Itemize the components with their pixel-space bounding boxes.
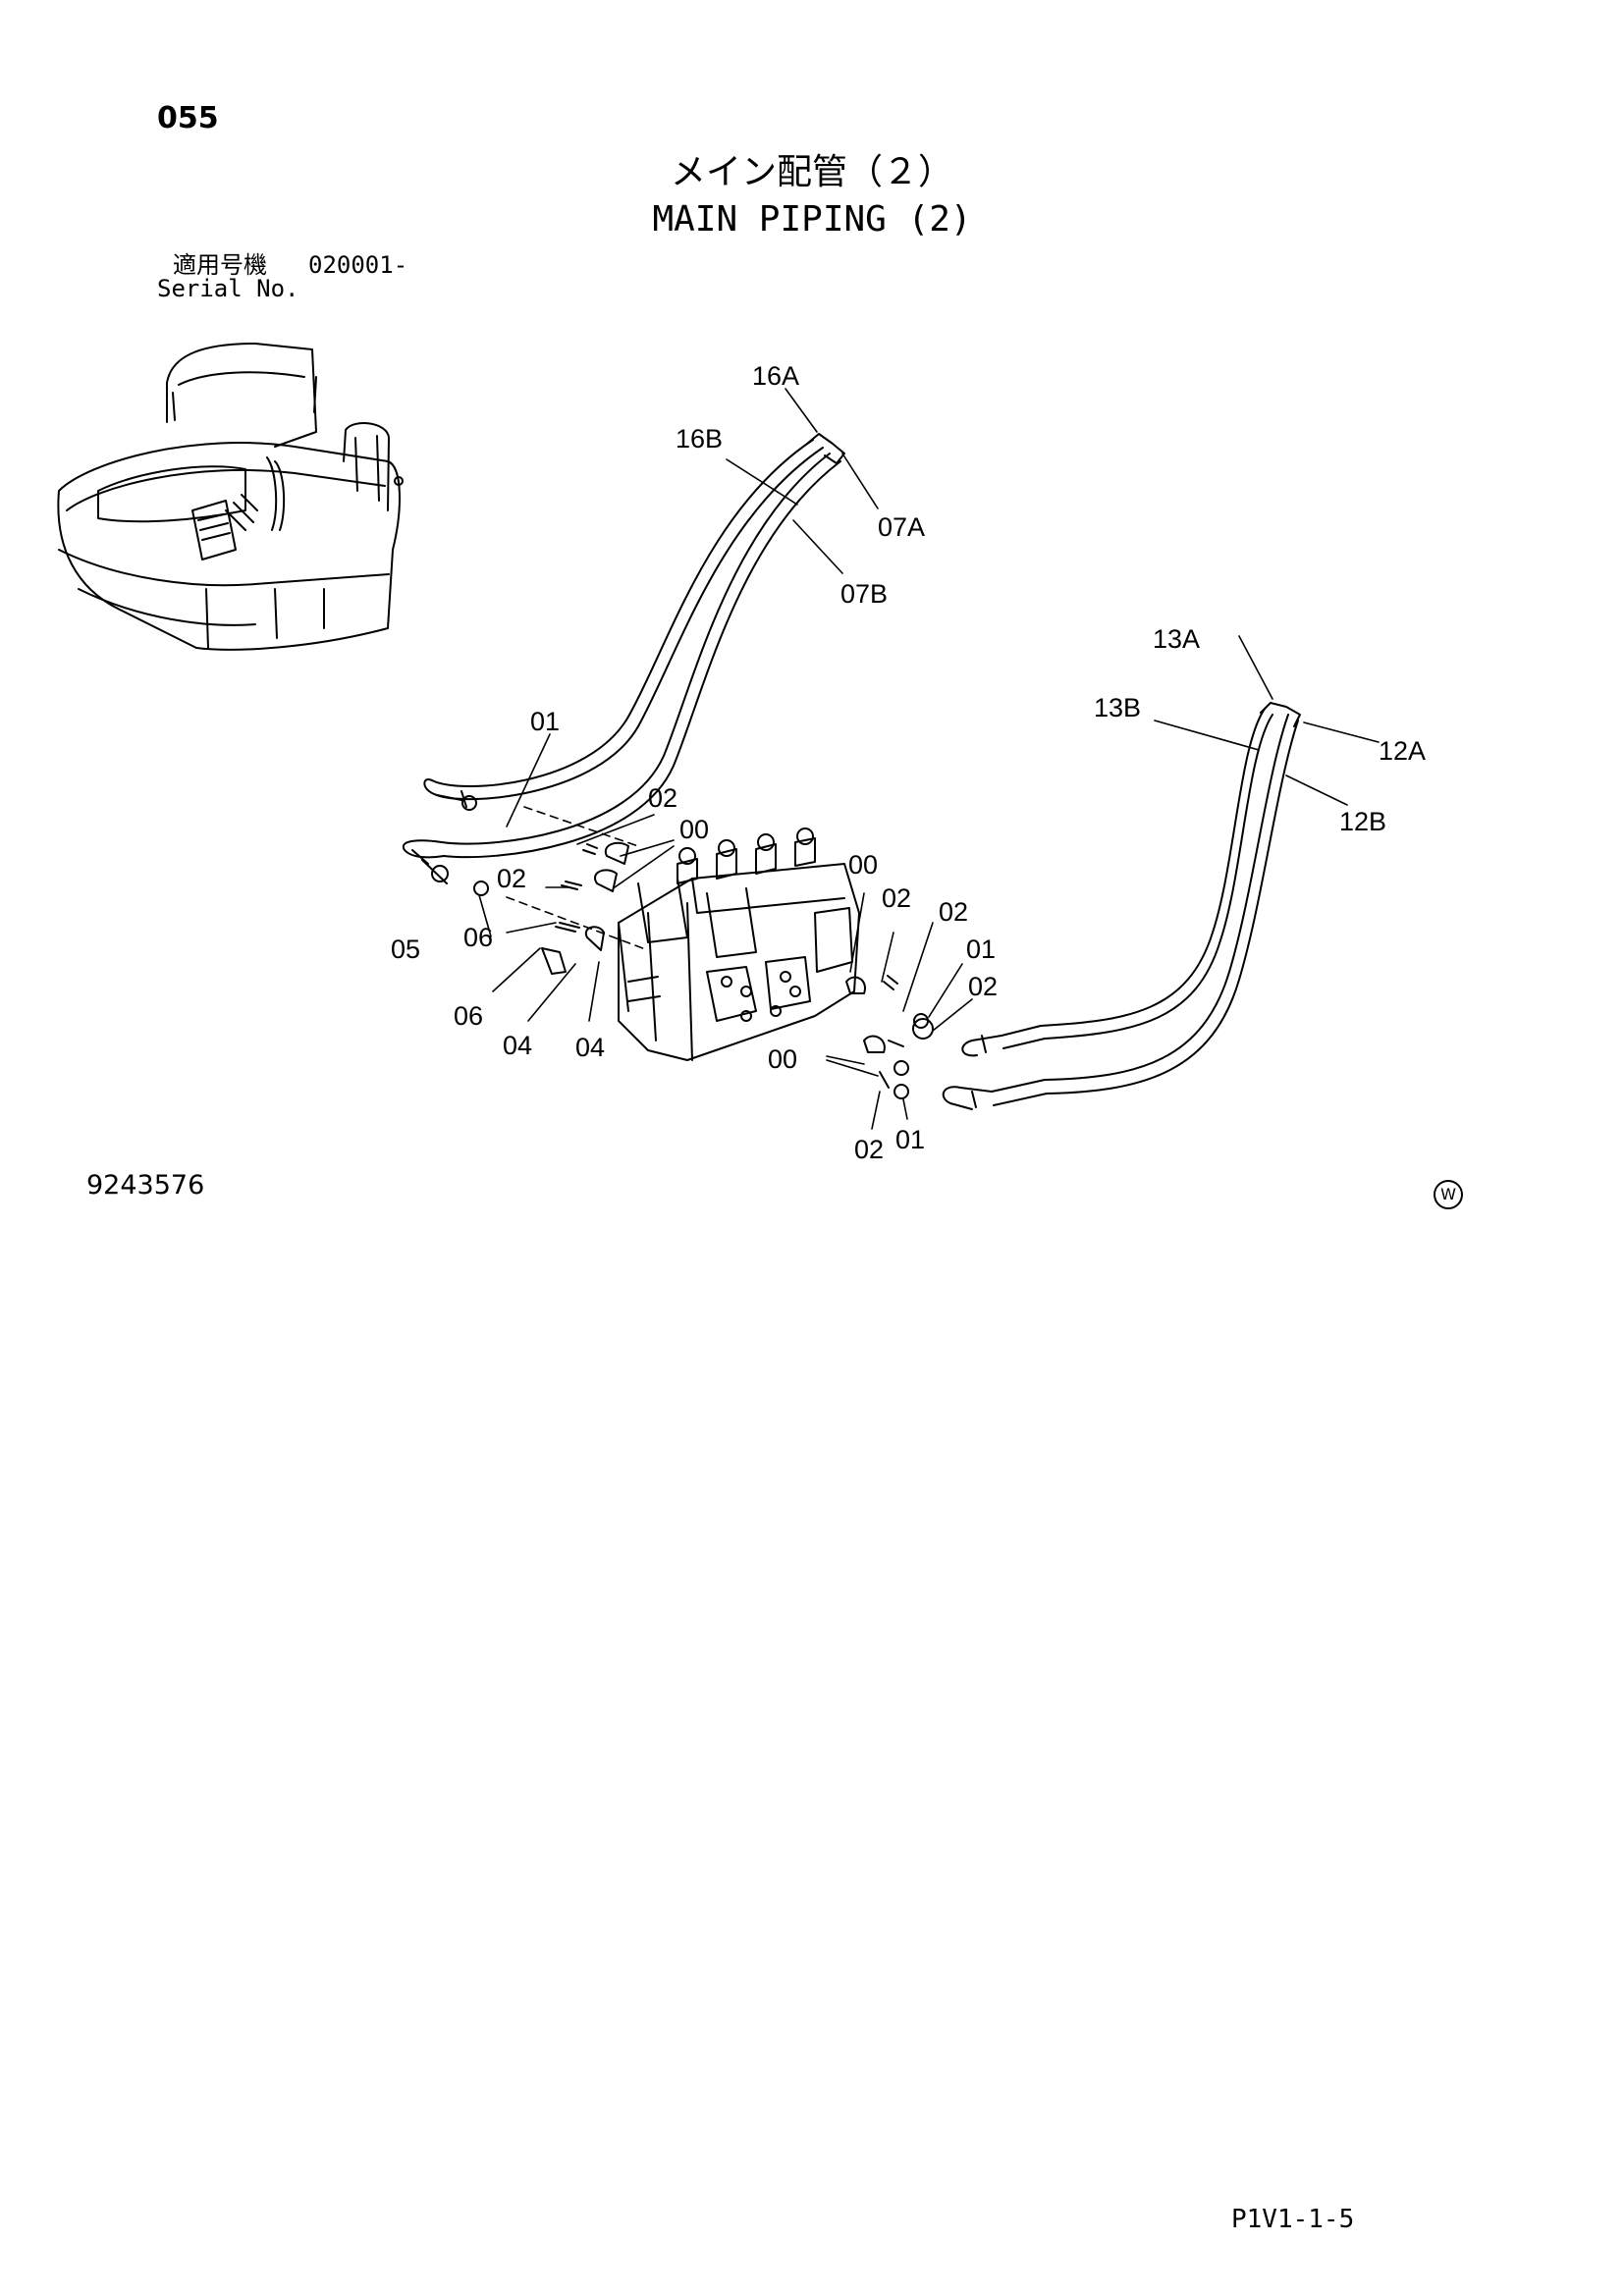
page-number: 055	[157, 101, 219, 135]
callout-01: 01	[530, 707, 560, 736]
callout-00: 00	[848, 850, 878, 880]
leader-lines	[478, 388, 1380, 1130]
serial-range: 020001-	[308, 251, 408, 279]
callout-13A: 13A	[1153, 624, 1200, 654]
fittings	[473, 841, 934, 1099]
callout-01: 01	[966, 934, 996, 964]
serial-label-english: Serial No.	[157, 275, 299, 302]
callout-16B: 16B	[676, 424, 723, 454]
hose-16	[402, 433, 845, 884]
callout-16A: 16A	[752, 361, 799, 391]
excavator-location-inset	[57, 343, 404, 651]
callout-06: 06	[454, 1001, 483, 1031]
callout-12B: 12B	[1339, 807, 1386, 836]
callout-07B: 07B	[840, 579, 888, 609]
callout-13B: 13B	[1094, 693, 1141, 722]
serial-label-japanese: 適用号機	[173, 251, 267, 279]
callout-12A: 12A	[1379, 736, 1426, 766]
callout-04: 04	[503, 1031, 532, 1060]
callout-02: 02	[882, 883, 911, 913]
callout-02: 02	[854, 1135, 884, 1164]
callout-02: 02	[497, 864, 526, 893]
page-code: P1V1-1-5	[1231, 2205, 1355, 2234]
callouts: 16A 16B 07A 07B 13A 13B 12A 12B 01 02 00…	[391, 361, 1426, 1164]
callout-02: 02	[939, 897, 968, 927]
callout-00: 00	[679, 815, 709, 844]
title-japanese: メイン配管（２）	[670, 152, 953, 192]
callout-02: 02	[648, 783, 677, 813]
callout-05: 05	[391, 934, 420, 964]
hose-13	[942, 702, 1301, 1110]
w-mark-icon: W	[1434, 1180, 1463, 1209]
control-valve	[618, 828, 860, 1061]
callout-07A: 07A	[878, 512, 925, 542]
title-english: MAIN PIPING (2)	[652, 199, 972, 240]
callout-02: 02	[968, 972, 998, 1001]
callout-06: 06	[463, 923, 493, 952]
drawing-number: 9243576	[86, 1170, 205, 1201]
callout-04: 04	[575, 1033, 605, 1062]
callout-00: 00	[768, 1044, 797, 1074]
callout-01: 01	[895, 1125, 925, 1154]
